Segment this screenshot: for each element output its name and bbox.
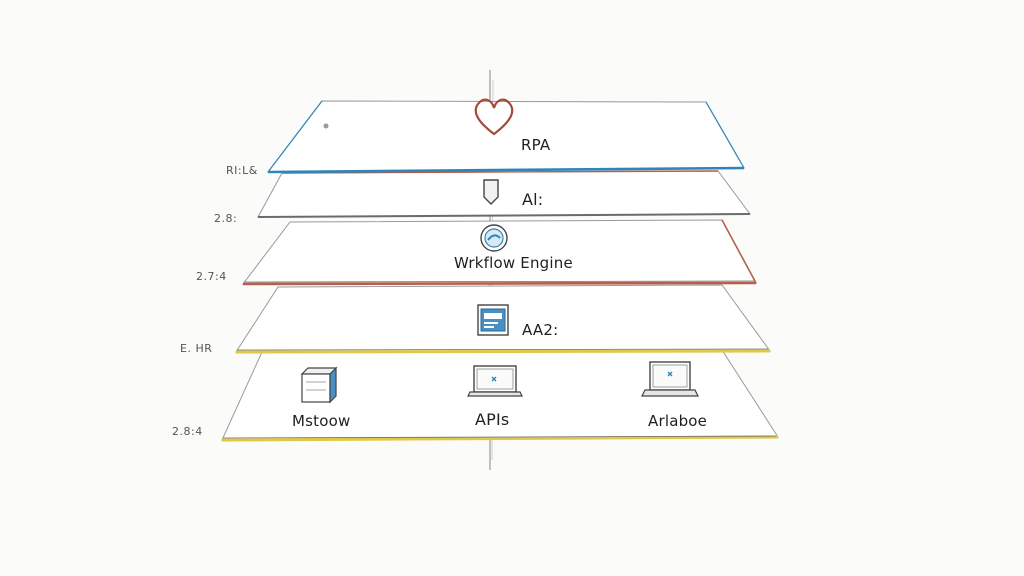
app-window-icon [477,304,509,336]
server-box-icon [300,366,338,404]
layer-4-side-label: E. HR [180,342,213,355]
layer-2-label: Al: [522,190,544,209]
bottom-item-label: Mstoow [292,412,351,430]
bottom-item-label: Arlaboe [648,412,708,430]
chevron-down-icon [483,179,499,205]
laptop-icon [641,361,699,397]
layer-1 [266,100,745,174]
layer-3-side-label: 2.7:4 [196,270,227,283]
layer-2-side-label: 2.8: [214,212,238,225]
layer-1-label: RPA [521,136,551,154]
laptop-icon [467,365,523,397]
heart-icon [474,98,514,136]
layer-3-label: Wrkflow Engine [454,254,573,272]
gear-circle-icon [480,224,508,252]
layer-5-side-label: 2.8:4 [172,425,203,438]
layer-1-side-label: RI:L& [226,164,258,177]
bottom-item-label: APIs [475,410,510,429]
layer-2 [257,170,751,218]
layer-4-label: AA2: [522,321,559,339]
layer-3 [241,219,757,286]
